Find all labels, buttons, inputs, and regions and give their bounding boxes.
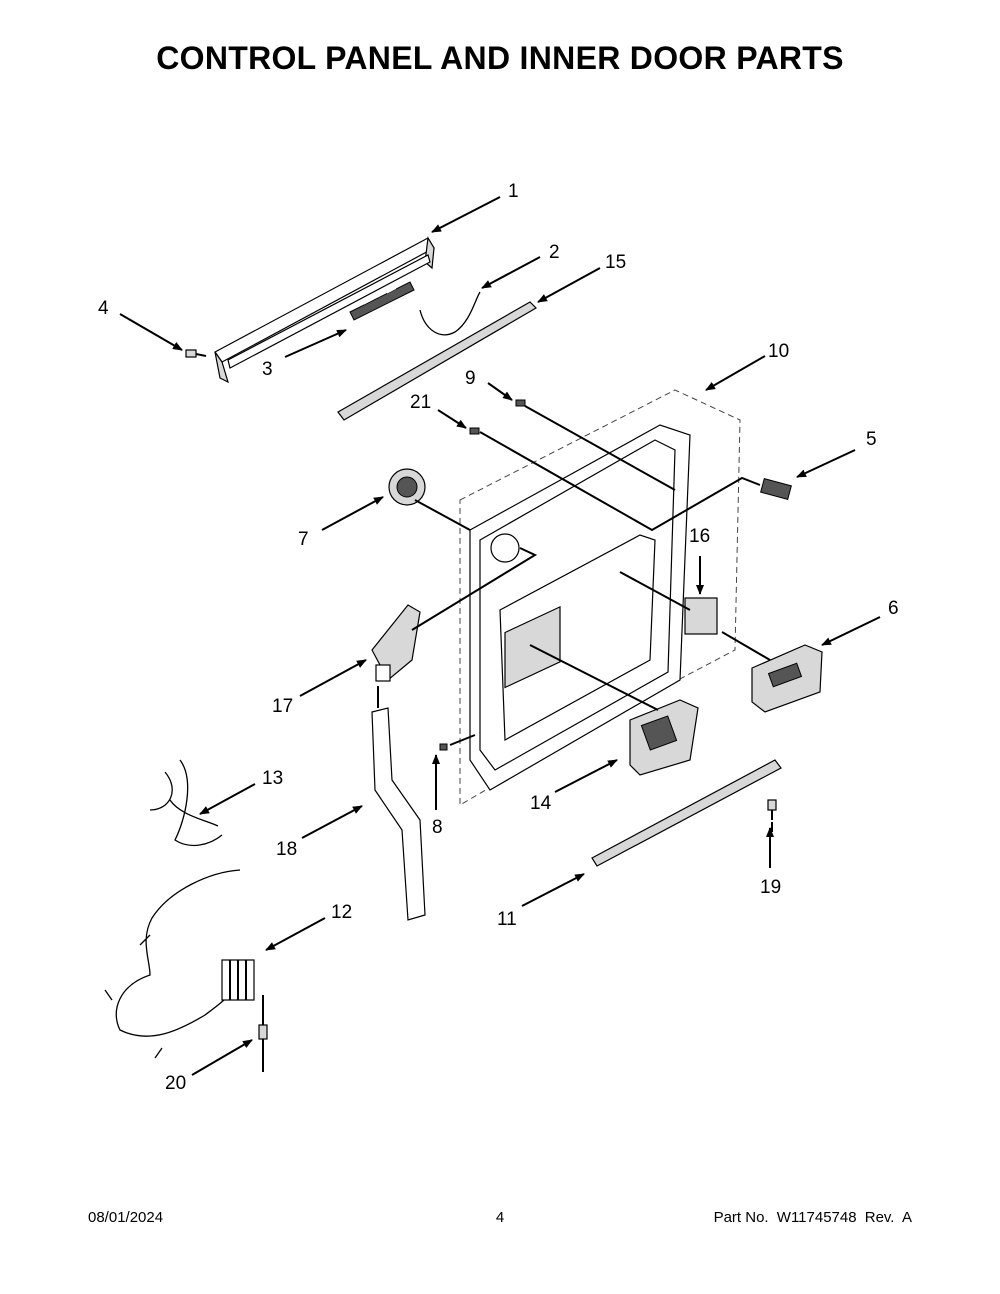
control-panel-console xyxy=(214,236,435,384)
footer-date: 08/01/2024 xyxy=(88,1209,164,1226)
callout-7: 7 xyxy=(298,529,309,550)
door-switch xyxy=(760,478,792,500)
callout-18: 18 xyxy=(276,839,297,860)
footer-part-info: Part No. W11745748 Rev. A xyxy=(710,1209,912,1226)
footer-page-number: 4 xyxy=(495,1209,505,1226)
user-interface-board xyxy=(349,281,415,321)
callout-4: 4 xyxy=(98,298,109,319)
callout-13: 13 xyxy=(262,768,283,789)
wiring-harness-main xyxy=(104,869,246,1059)
dispenser xyxy=(751,644,823,713)
thermal-fuse xyxy=(258,995,268,1072)
callout-11: 11 xyxy=(497,909,517,930)
wiring-harness-small xyxy=(149,759,223,847)
callout-1: 1 xyxy=(508,181,519,202)
ui-wire-harness xyxy=(419,291,481,336)
leader-lines xyxy=(377,405,773,832)
screw-9 xyxy=(515,399,526,407)
callout-21: 21 xyxy=(410,392,431,413)
control-board xyxy=(629,699,699,776)
door-trim-strip xyxy=(337,301,537,421)
callout-9: 9 xyxy=(465,368,476,389)
screw-21 xyxy=(469,427,480,435)
callout-3: 3 xyxy=(262,359,273,380)
callout-14: 14 xyxy=(530,793,552,814)
trim-screw xyxy=(767,799,777,820)
callout-17: 17 xyxy=(272,696,293,717)
footer-part-number: W11745748 xyxy=(776,1209,857,1226)
footer-part-label: Part No. xyxy=(713,1209,769,1226)
callout-10: 10 xyxy=(768,341,789,362)
console-screw xyxy=(185,349,207,358)
callout-2: 2 xyxy=(549,242,560,263)
harness-connector-block xyxy=(221,959,255,1001)
bottom-trim xyxy=(591,759,782,867)
callout-labels: 1 2 3 4 5 6 7 8 9 10 11 12 13 14 15 16 1… xyxy=(98,181,899,1094)
vent-cap xyxy=(388,468,426,506)
callout-5: 5 xyxy=(866,429,877,450)
callout-12: 12 xyxy=(331,902,352,923)
screw-8 xyxy=(439,743,448,751)
page-title: CONTROL PANEL AND INNER DOOR PARTS xyxy=(156,40,844,76)
callout-8: 8 xyxy=(432,817,443,838)
callout-16: 16 xyxy=(689,526,710,547)
callout-15: 15 xyxy=(605,252,626,273)
callout-6: 6 xyxy=(888,598,899,619)
callout-20: 20 xyxy=(165,1073,186,1094)
footer-revision: Rev. A xyxy=(864,1209,912,1226)
inner-door-outline xyxy=(459,389,741,806)
vent-duct xyxy=(371,707,426,921)
bracket xyxy=(684,597,718,635)
vent-assembly xyxy=(371,604,421,682)
callout-19: 19 xyxy=(760,877,781,898)
callout-arrows xyxy=(119,196,881,1076)
